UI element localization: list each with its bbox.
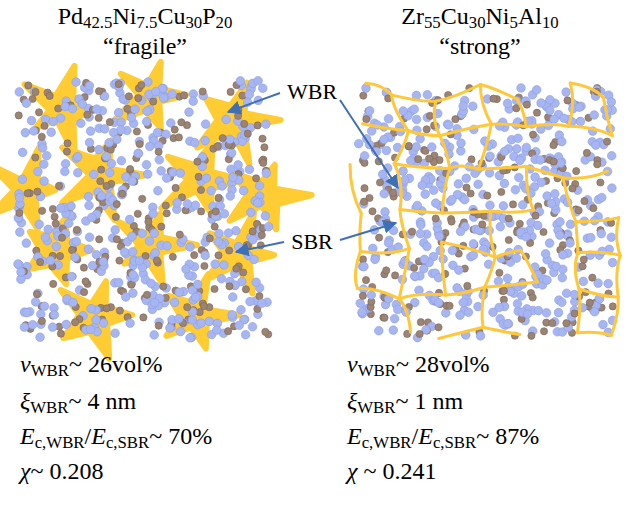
property-value: ξWBR~ 4 nm (20, 387, 136, 415)
property-value: ξWBR~ 1 nm (347, 387, 463, 415)
property-value: χ ~ 0.241 (347, 457, 437, 485)
property-value: χ~ 0.208 (20, 457, 104, 485)
alloy-formula: Zr55Cu30Ni5Al10 (401, 2, 558, 30)
alloy-formula: Pd42.5Ni7.5Cu30P20 (58, 2, 233, 30)
atom-cluster (14, 77, 273, 343)
region-label: SBR (289, 228, 335, 256)
region-label: WBR (285, 78, 339, 106)
weak-bonding-region (0, 62, 312, 359)
property-value: Ec,WBR/Ec,SBR~ 70% (20, 422, 212, 450)
property-value: Ec,WBR/Ec,SBR~ 87% (347, 422, 539, 450)
fragility-label: “fragile” (103, 32, 187, 60)
property-value: vWBR~ 26vol% (20, 350, 163, 378)
property-value: vWBR~ 28vol% (347, 350, 490, 378)
atom-cluster (354, 84, 616, 342)
fragility-label: “strong” (439, 32, 520, 60)
weak-bonding-network (350, 83, 620, 338)
